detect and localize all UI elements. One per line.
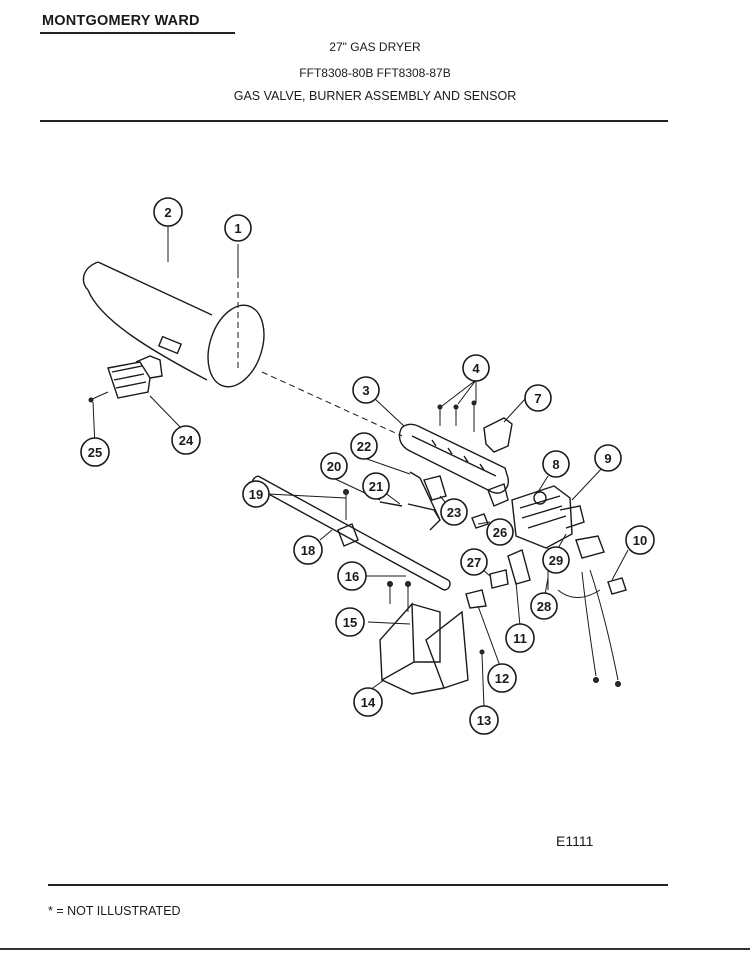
callout-number: 2 <box>164 205 171 220</box>
callout-7: 7 <box>524 384 552 412</box>
footnote: * = NOT ILLUSTRATED <box>48 904 181 918</box>
callout-number: 21 <box>369 479 383 494</box>
callout-28: 28 <box>530 592 558 620</box>
model-numbers: FFT8308-80B FFT8308-87B <box>299 66 451 80</box>
callout-number: 9 <box>604 451 611 466</box>
callout-25: 25 <box>80 437 110 467</box>
manifold-pipe-drawing <box>251 475 451 591</box>
callout-number: 13 <box>477 713 491 728</box>
callout-22: 22 <box>350 432 378 460</box>
callout-number: 10 <box>633 533 647 548</box>
callout-number: 19 <box>249 487 263 502</box>
callout-8: 8 <box>542 450 570 478</box>
callout-4: 4 <box>462 354 490 382</box>
callout-number: 25 <box>88 445 102 460</box>
igniter-drawing <box>379 471 489 531</box>
flame-sensor-drawing <box>88 355 163 403</box>
brand-underline <box>40 32 235 34</box>
callout-number: 12 <box>495 671 509 686</box>
callout-23: 23 <box>440 498 468 526</box>
callout-number: 26 <box>493 525 507 540</box>
callout-12: 12 <box>487 663 517 693</box>
wiring-harness-drawing <box>581 569 627 687</box>
callout-21: 21 <box>362 472 390 500</box>
figure-id: E1111 <box>556 833 594 849</box>
callout-20: 20 <box>320 452 348 480</box>
section-title: GAS VALVE, BURNER ASSEMBLY AND SENSOR <box>233 89 517 103</box>
callout-number: 15 <box>343 615 357 630</box>
product-title: 27" GAS DRYER <box>329 40 421 54</box>
callout-number: 7 <box>534 391 541 406</box>
callout-27: 27 <box>460 548 488 576</box>
callout-10: 10 <box>625 525 655 555</box>
callout-number: 14 <box>361 695 376 710</box>
callout-number: 29 <box>549 553 563 568</box>
burner-tube-drawing <box>82 261 265 388</box>
callout-number: 28 <box>537 599 551 614</box>
footer-divider <box>48 884 668 886</box>
callout-24: 24 <box>171 425 201 455</box>
callout-number: 27 <box>467 555 481 570</box>
callout-number: 20 <box>327 459 341 474</box>
callout-3: 3 <box>352 376 380 404</box>
callout-26: 26 <box>486 518 514 546</box>
callout-number: 24 <box>179 433 194 448</box>
burner-assembly-drawing <box>398 400 513 507</box>
callout-number: 8 <box>552 457 559 472</box>
callout-number: 23 <box>447 505 461 520</box>
callout-number: 4 <box>472 361 480 376</box>
callout-11: 11 <box>505 623 535 653</box>
callout-29: 29 <box>542 546 570 574</box>
callout-14: 14 <box>353 687 383 717</box>
callout-13: 13 <box>469 705 499 735</box>
callout-1: 1 <box>224 214 252 242</box>
callout-number: 16 <box>345 569 359 584</box>
header-divider <box>40 120 668 122</box>
callout-number: 11 <box>513 631 527 646</box>
callout-number: 3 <box>362 383 369 398</box>
callout-2: 2 <box>153 197 183 227</box>
callout-number: 1 <box>234 221 241 236</box>
callout-19: 19 <box>242 480 270 508</box>
brand-name: MONTGOMERY WARD <box>42 13 200 29</box>
callout-number: 22 <box>357 439 371 454</box>
callout-15: 15 <box>335 607 365 637</box>
callout-18: 18 <box>293 535 323 565</box>
mounting-bracket-drawing <box>379 581 485 695</box>
callout-number: 18 <box>301 543 315 558</box>
callout-9: 9 <box>594 444 622 472</box>
callout-16: 16 <box>337 561 367 591</box>
orifice-drawing <box>465 549 531 609</box>
alignment-line <box>261 371 403 437</box>
page-edge-line <box>0 948 750 950</box>
